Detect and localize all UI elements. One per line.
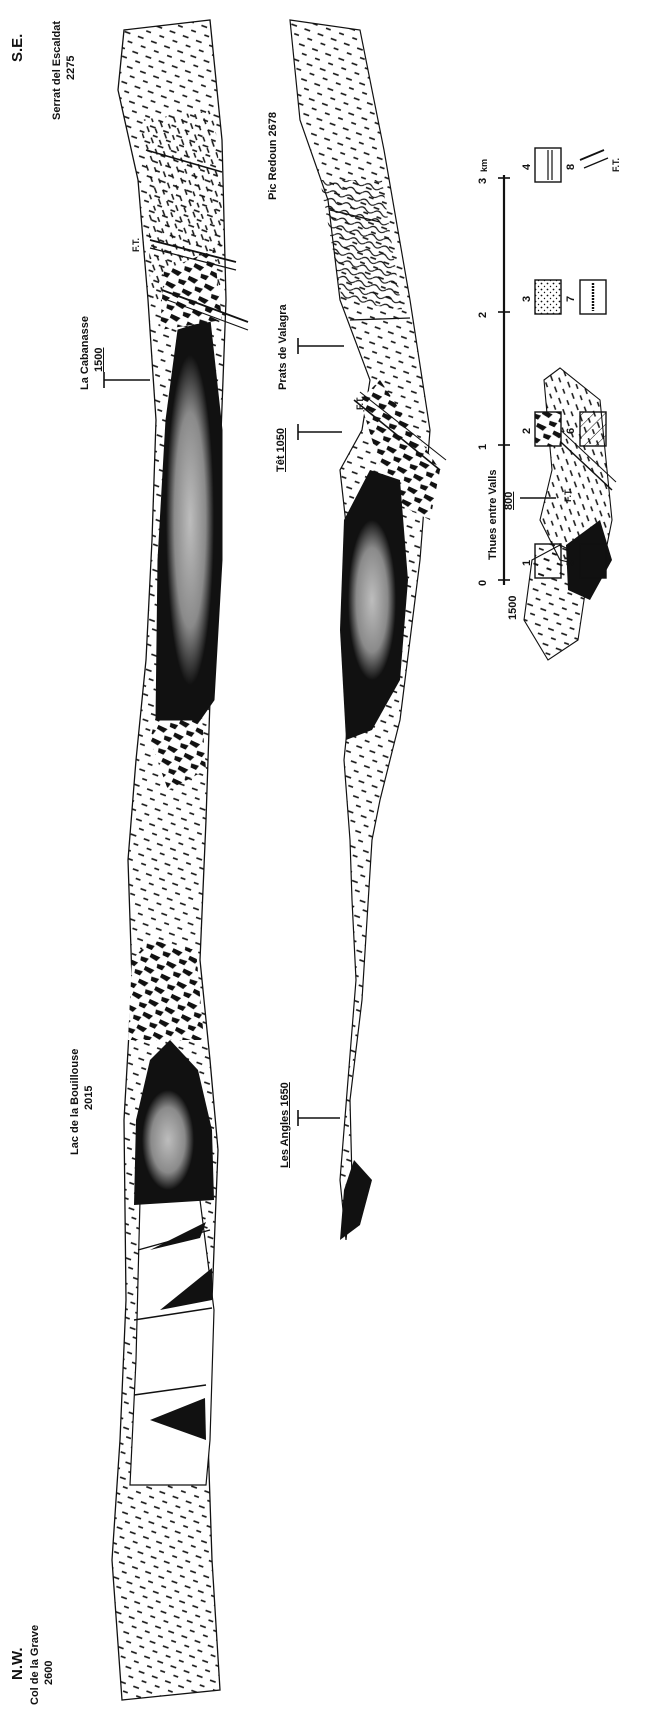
- legend-num-3: 3: [522, 296, 533, 302]
- section-1-profile: [112, 20, 248, 1700]
- scale-unit: km: [480, 159, 489, 172]
- legend-box-6: [580, 412, 606, 446]
- legend-num-7: 7: [566, 296, 577, 302]
- scale-tick-0: 0: [478, 580, 489, 586]
- legend-box-2: [535, 412, 561, 446]
- section-2-meadow-label: Prats de Valagra: [278, 304, 289, 390]
- section-2-river-label: Têt 1050: [276, 428, 287, 472]
- scale-tick-2: 2: [478, 312, 489, 318]
- section-1-lake-alt: 2015: [84, 1086, 95, 1110]
- legend-box-1: [535, 544, 561, 578]
- section-2-fault-label: F.T.: [356, 396, 365, 410]
- orientation-se: S.E.: [10, 34, 25, 62]
- legend-num-4: 4: [522, 164, 533, 170]
- legend-box-5: [580, 544, 606, 578]
- legend-box-3: [535, 280, 561, 314]
- section-1-fault-label: F.T.: [132, 238, 141, 252]
- section-1-right-end-label: Serrat del Escaldat: [52, 21, 63, 120]
- section-1-right-end-alt: 2275: [66, 56, 77, 80]
- legend-num-8: 8: [566, 164, 577, 170]
- section-1-left-end-alt: 2600: [44, 1661, 55, 1685]
- legend-symbol-8-label: F.T.: [612, 158, 621, 172]
- orientation-nw: N.W.: [10, 1648, 25, 1681]
- section-3-river-alt: 800: [504, 492, 515, 510]
- legend-num-1: 1: [522, 560, 533, 566]
- legend-num-2: 2: [522, 428, 533, 434]
- legend-num-6: 6: [566, 428, 577, 434]
- section-2-profile: [290, 20, 446, 1240]
- legend-num-5: 5: [566, 560, 577, 566]
- section-2-town-label: Les Angles 1650: [280, 1082, 291, 1168]
- legend-symbol-8: [580, 150, 608, 168]
- section-3-left-alt: 1500: [508, 596, 519, 620]
- section-1-lake-label: Lac de la Bouillouse: [70, 1049, 81, 1155]
- section-2-peak-label: Pic Redoun 2678: [268, 112, 279, 200]
- scale-tick-3: 3: [478, 178, 489, 184]
- section-1-town-label: La Cabanasse: [80, 316, 91, 390]
- scale-bar: [498, 175, 510, 585]
- section-1-mixed-zone-a: [128, 940, 204, 1040]
- section-1-left-end-label: Col de la Grave: [30, 1625, 41, 1705]
- section-3-title: Thues entre Valls: [488, 470, 499, 560]
- section-1-town-alt: 1500: [94, 348, 105, 372]
- scale-tick-1: 1: [478, 444, 489, 450]
- section-3-fault-label: F.T.: [564, 488, 573, 502]
